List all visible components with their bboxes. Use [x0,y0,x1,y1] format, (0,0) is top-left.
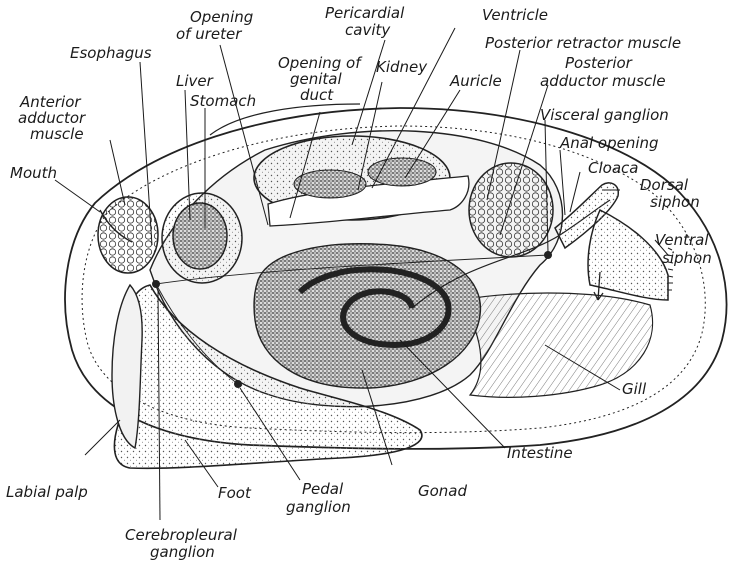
auricle-drawing [368,158,436,186]
label-visceral-ganglion: Visceral ganglion [540,106,669,124]
posterior-adductor-drawing [469,163,553,257]
label-posterior-adductor-muscle: Posterior adductor muscle [540,54,666,90]
ventral-siphon-drawing [588,210,668,300]
label-cloaca: Cloaca [588,159,638,177]
kidney-drawing [294,170,366,198]
label-ventricle: Ventricle [482,6,548,24]
label-foot: Foot [218,484,252,502]
label-auricle: Auricle [449,72,502,90]
label-labial-palp: Labial palp [6,483,88,501]
label-liver: Liver [176,72,214,90]
stomach-drawing [173,203,227,269]
label-anterior-adductor-muscle: Anterior adductor muscle [18,93,90,143]
label-opening-of-ureter: Opening of ureter [176,8,258,43]
label-anal-opening: Anal opening [559,134,659,152]
label-opening-of-genital-duct: Opening of genital duct [278,54,365,104]
label-stomach: Stomach [190,92,256,110]
anterior-adductor-drawing [98,197,158,273]
label-pericardial-cavity: Pericardial cavity [325,4,409,39]
label-intestine: Intestine [507,444,573,462]
label-cerebropleural-ganglion: Cerebropleural ganglion [125,526,242,561]
label-pedal-ganglion: Pedal ganglion [286,480,351,516]
label-gill: Gill [622,380,647,398]
label-posterior-retractor-muscle: Posterior retractor muscle [485,34,681,52]
label-esophagus: Esophagus [70,44,152,62]
label-ventral-siphon: Ventral siphon [655,231,713,267]
label-dorsal-siphon: Dorsal siphon [640,176,700,211]
label-gonad: Gonad [418,482,467,500]
label-kidney: Kidney [376,58,428,76]
label-mouth: Mouth [10,164,57,182]
